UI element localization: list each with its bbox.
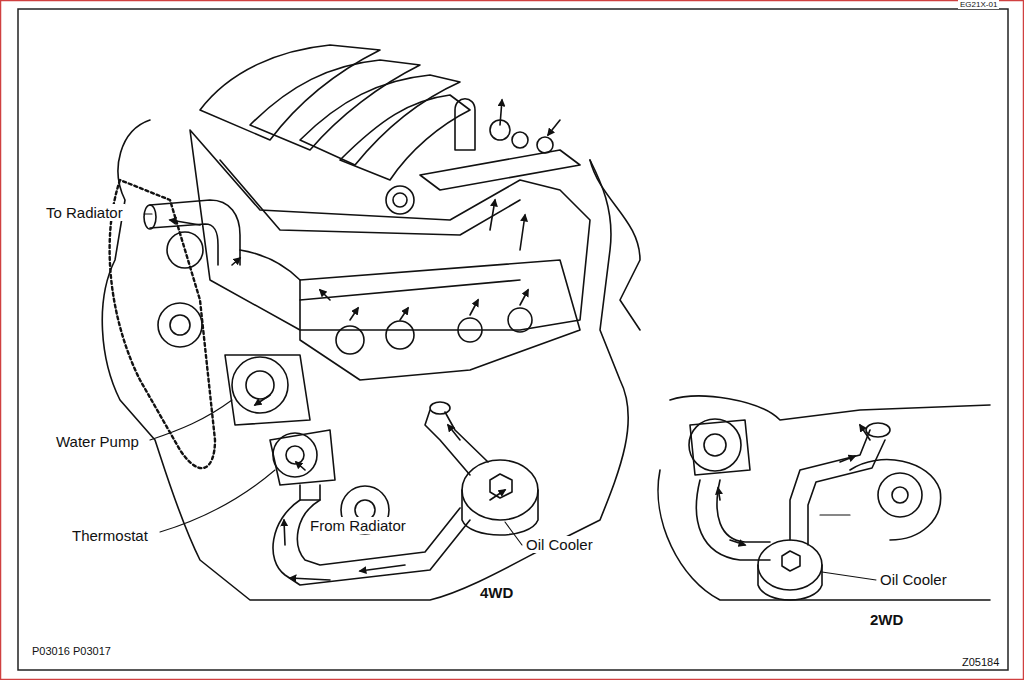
part-label: From Radiator — [308, 517, 408, 534]
figure-code: EG21X-01 — [958, 0, 999, 9]
figure-code: Z05184 — [960, 656, 1001, 669]
variant-label: 4WD — [478, 584, 515, 601]
part-label: Oil Cooler — [878, 571, 949, 588]
figure-code: P03016 P03017 — [30, 645, 113, 658]
part-label: Oil Cooler — [524, 536, 595, 553]
variant-label: 2WD — [868, 611, 905, 628]
part-label: To Radiator — [44, 204, 125, 221]
part-label: Water Pump — [54, 433, 141, 450]
part-label: Thermostat — [70, 527, 150, 544]
